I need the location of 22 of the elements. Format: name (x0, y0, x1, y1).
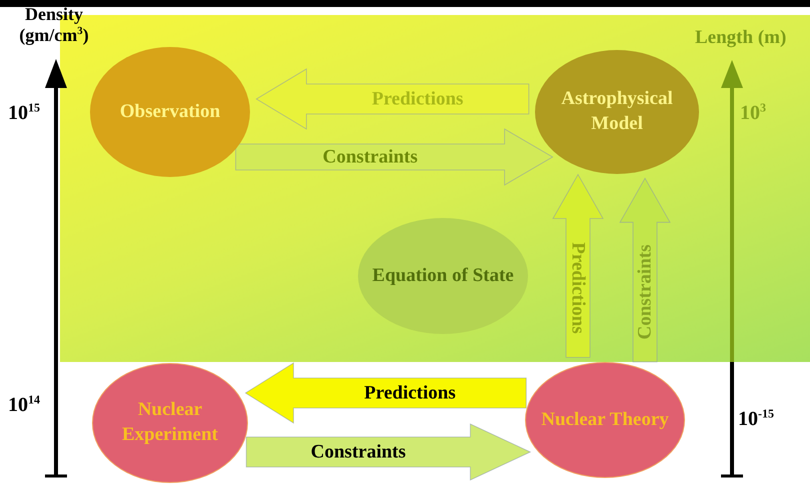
node-label: Equation of State (372, 264, 514, 288)
node-label: Astrophysical Model (560, 87, 674, 136)
node-label: Nuclear Experiment (120, 398, 220, 447)
block-arrow (244, 362, 527, 424)
edge-label: Predictions (568, 242, 588, 334)
node-label: Observation (120, 100, 220, 124)
block-arrow (256, 68, 530, 130)
block-arrow (552, 174, 604, 358)
edge-label: Predictions (364, 384, 456, 402)
edge-label: Constraints (310, 442, 406, 462)
block-arrow (235, 128, 554, 186)
edge-label: Constraints (322, 148, 418, 166)
axis-label: 10$^{-15}$ (738, 406, 774, 432)
axis-label: 10$^{14}$ (8, 392, 40, 418)
axis-label: 10$^{15}$ (8, 100, 40, 126)
block-arrow (246, 423, 532, 481)
axis-label: 10$^{3}$ (740, 100, 766, 126)
block-arrow (619, 178, 671, 362)
edge-label: Constraints (636, 244, 654, 340)
axis-label: Length (m) (695, 26, 786, 50)
edge-label: Predictions (372, 90, 464, 108)
node-label: Nuclear Theory (541, 408, 669, 432)
